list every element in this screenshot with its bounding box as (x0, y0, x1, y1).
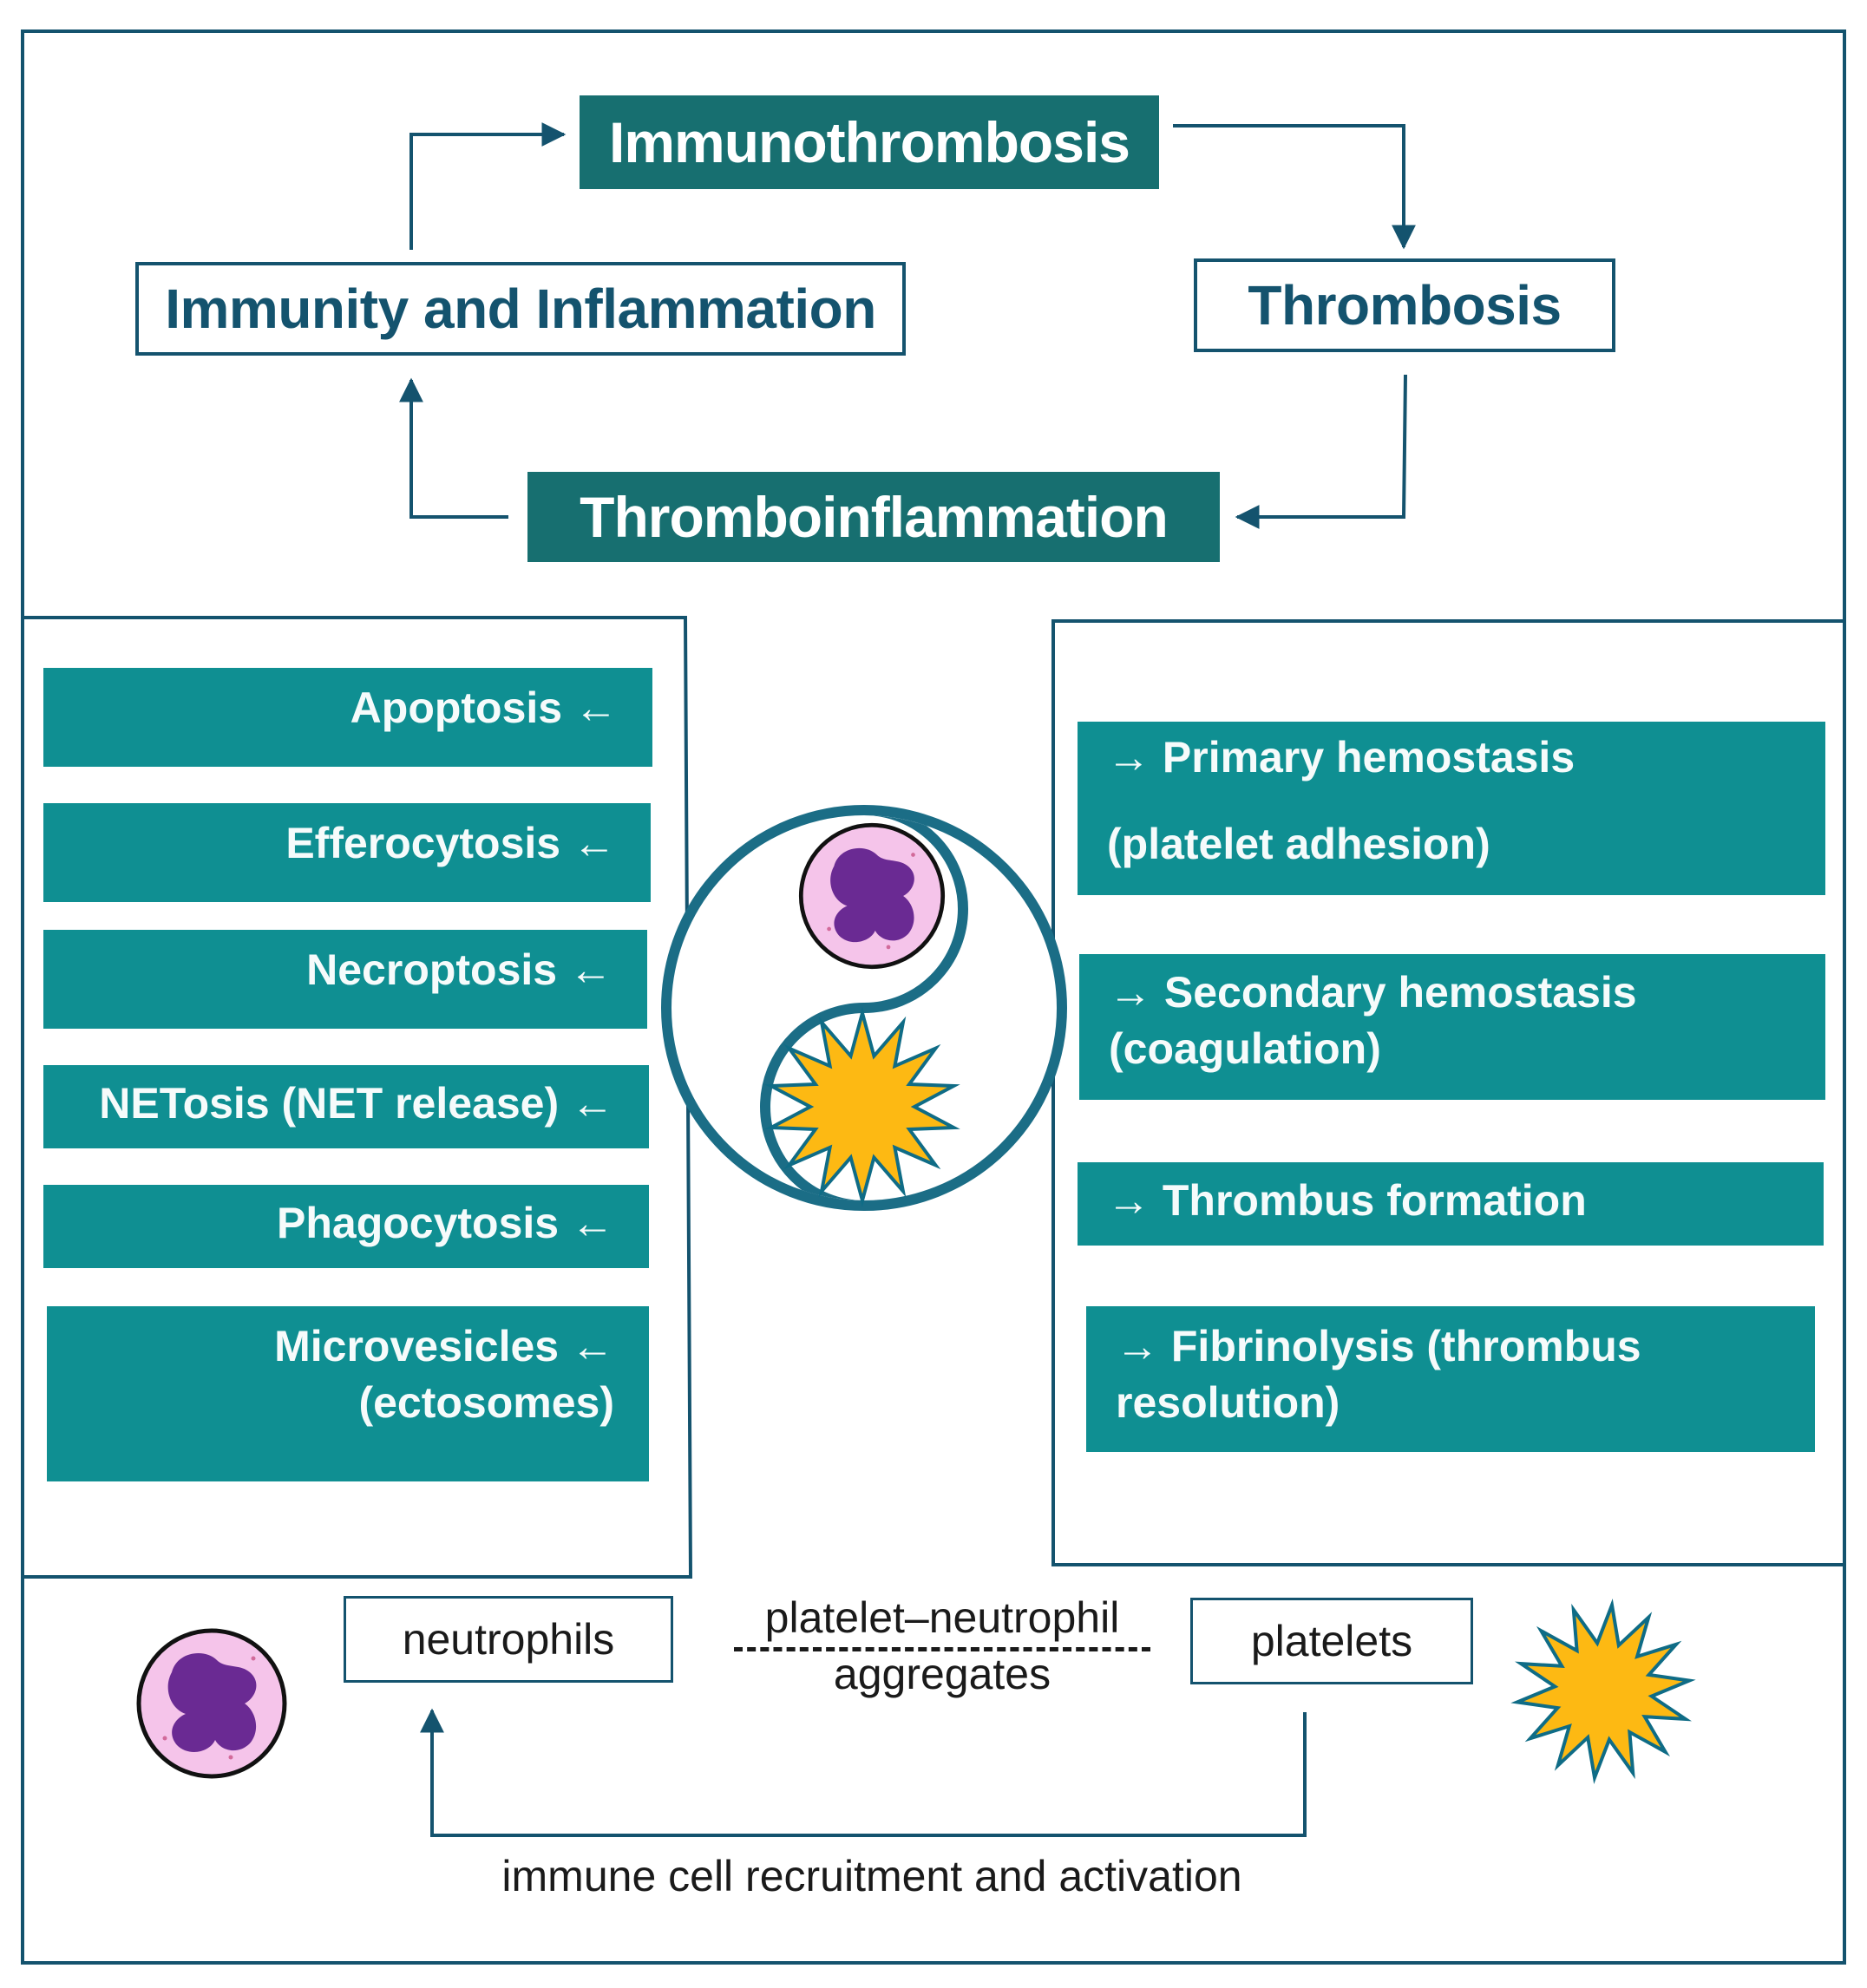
thromboinflammation-label: Thromboinflammation (580, 485, 1169, 549)
right-item-fibrinolysis: → Fibrinolysis (thrombus resolution) (1086, 1306, 1815, 1452)
recruitment-label: immune cell recruitment and activation (501, 1852, 1242, 1900)
platelet-icon (1510, 1598, 1696, 1785)
arrow-immunity-to-immunothrombosis (409, 122, 567, 250)
left-item-label: NETosis (NET release) ← (99, 1079, 614, 1128)
immunothrombosis-box: Immunothrombosis (580, 95, 1159, 189)
left-item-netosis: NETosis (NET release) ← (43, 1065, 649, 1148)
neutrophil-icon (798, 822, 946, 970)
neutrophils-label: neutrophils (402, 1615, 615, 1664)
arrow-recruitment (420, 1708, 1307, 1837)
right-item-thrombus-formation: → Thrombus formation (1078, 1162, 1824, 1246)
left-item-efferocytosis: Efferocytosis ← (43, 803, 651, 902)
left-item-apoptosis: Apoptosis ← (43, 668, 652, 767)
right-item-label: → Thrombus formation (1107, 1176, 1587, 1225)
immunothrombosis-label: Immunothrombosis (608, 110, 1130, 174)
outer-frame (21, 29, 1846, 1965)
yin-yang-icon (661, 805, 1067, 1211)
platelets-legend-box: platelets (1190, 1598, 1473, 1684)
thromboinflammation-box: Thromboinflammation (527, 472, 1220, 562)
left-item-label: Efferocytosis ← (285, 819, 616, 867)
thrombosis-label: Thrombosis (1248, 274, 1562, 337)
thrombosis-box: Thrombosis (1194, 258, 1615, 352)
right-item-label-line2: (platelet adhesion) (1107, 820, 1490, 868)
left-item-label-line2: (ectosomes) (358, 1378, 614, 1427)
platelets-label: platelets (1250, 1617, 1413, 1665)
neutrophil-icon (136, 1628, 287, 1779)
right-item-label: → Secondary hemostasis (1109, 968, 1637, 1017)
left-item-label: Microvesicles ← (274, 1322, 614, 1370)
aggregates-label-bottom: aggregates (833, 1650, 1051, 1698)
aggregates-label-top: platelet–neutrophil (734, 1591, 1150, 1651)
left-item-microvesicles: Microvesicles ← (ectosomes) (47, 1306, 649, 1481)
immunity-inflammation-box: Immunity and Inflammation (135, 262, 906, 356)
left-item-label: Apoptosis ← (350, 683, 618, 732)
platelet-icon (764, 1006, 960, 1207)
neutrophils-legend-box: neutrophils (344, 1596, 673, 1683)
right-item-secondary-hemostasis: → Secondary hemostasis (coagulation) (1079, 954, 1825, 1100)
right-item-label: → Fibrinolysis (thrombus (1116, 1322, 1641, 1370)
right-panel-border (1051, 619, 1844, 1566)
left-item-label: Phagocytosis ← (277, 1199, 614, 1247)
immunity-inflammation-label: Immunity and Inflammation (165, 278, 876, 340)
right-item-label-line2: resolution) (1116, 1378, 1340, 1427)
arrow-thrombosis-to-thromboinflammation (1235, 374, 1407, 529)
arrow-immunothrombosis-to-thrombosis (1173, 124, 1416, 250)
right-item-label-line2: (coagulation) (1109, 1024, 1381, 1073)
right-item-primary-hemostasis: → Primary hemostasis (platelet adhesion) (1078, 722, 1825, 895)
arrow-thromboinflammation-to-immunity (399, 377, 508, 519)
left-item-phagocytosis: Phagocytosis ← (43, 1185, 649, 1268)
right-item-label: → Primary hemostasis (1107, 733, 1575, 781)
left-item-label: Necroptosis ← (306, 945, 613, 994)
left-item-necroptosis: Necroptosis ← (43, 930, 647, 1029)
